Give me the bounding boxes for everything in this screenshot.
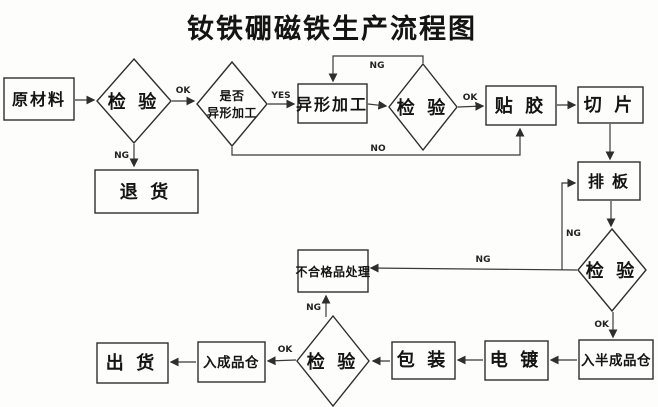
inspect2-label: 检 验: [397, 97, 450, 118]
label-ng-inspect4: NG: [306, 303, 321, 313]
shipping-box: [96, 342, 169, 384]
return-goods-label: 退 货: [120, 181, 173, 202]
slice-label: 切 片: [584, 94, 637, 115]
node-packaging: 包 装: [391, 341, 456, 380]
label-ok-inspect1: OK: [176, 86, 192, 96]
inspect4-diamond: [296, 314, 370, 407]
label-ok-inspect4: OK: [278, 345, 294, 355]
node-return-goods: 退 货: [94, 169, 199, 214]
label-ok-inspect2: OK: [463, 93, 479, 103]
inspect1-label: 检 验: [108, 91, 161, 112]
node-semi-finished-warehouse: 入半成品仓: [578, 339, 654, 380]
node-inspect-3: 检 验: [577, 227, 647, 313]
arrow-ng-rework-to-arrange: [561, 178, 577, 270]
label-ng-inspect3: NG: [476, 255, 491, 265]
arrange-board-label: 排 板: [588, 172, 630, 191]
shape-processing-label: 异形加工: [296, 95, 368, 114]
label-ng-inspect1: NG: [114, 151, 129, 161]
node-shape-processing: 异形加工: [296, 83, 368, 124]
inspect3-label: 检 验: [586, 260, 639, 281]
node-inspect-1: 检 验: [96, 57, 172, 145]
label-ok-inspect3: OK: [594, 320, 610, 330]
arrow-processing-to-inspect2: [367, 100, 388, 110]
glue-label: 贴 胶: [495, 95, 548, 116]
node-defect-handling: 不合格品处理: [295, 249, 370, 293]
node-shipping: 出 货: [96, 342, 169, 384]
flow-arrows: [75, 55, 618, 367]
shape-processing-box: [297, 83, 368, 124]
shape-decision-label-line2: 异形加工: [207, 105, 257, 120]
semi-finished-warehouse-box: [578, 339, 654, 380]
semi-finished-warehouse-label: 入半成品仓: [581, 352, 651, 368]
inspect2-diamond: [388, 62, 458, 152]
raw-material-box: [3, 77, 75, 121]
label-ng-rework: NG: [566, 229, 581, 239]
raw-material-label: 原材料: [12, 90, 66, 109]
inspect4-label: 检 验: [307, 351, 360, 372]
inspect3-diamond: [577, 227, 647, 313]
plating-label: 电 镀: [490, 349, 543, 370]
arrange-board-box: [577, 161, 641, 201]
arrow-inspect2-ng-to-processing: [328, 55, 424, 83]
node-inspect-2: 检 验: [388, 62, 458, 152]
inspect1-diamond: [96, 57, 172, 145]
node-slice: 切 片: [577, 86, 644, 124]
return-goods-box: [94, 169, 199, 214]
edge-labels: OK NG YES NO NG OK NG NG OK NG OK: [114, 61, 610, 355]
shape-decision-diamond: [196, 60, 268, 148]
node-plating: 电 镀: [484, 340, 549, 381]
packaging-label: 包 装: [397, 349, 450, 370]
shipping-label: 出 货: [106, 352, 159, 373]
diagram-title: 钕铁硼磁铁生产流程图: [187, 14, 477, 44]
node-finished-warehouse: 入成品仓: [197, 341, 266, 383]
arrow-decision-no-to-glue: [231, 127, 525, 156]
arrow-inspect2-ok-to-glue: [457, 101, 485, 111]
arrow-inspect4-ok-to-finished: [266, 356, 297, 366]
slice-box: [577, 86, 644, 124]
defect-handling-box: [297, 249, 369, 293]
node-shape-decision: 是否 异形加工: [196, 60, 268, 148]
label-yes-decision: YES: [270, 91, 290, 101]
glue-box: [485, 85, 557, 126]
defect-handling-label: 不合格品处理: [295, 264, 370, 279]
packaging-box: [391, 341, 456, 380]
node-raw-material: 原材料: [3, 77, 75, 121]
node-arrange-board: 排 板: [577, 161, 641, 201]
shape-decision-label-line1: 是否: [218, 89, 244, 103]
label-ng-inspect2: NG: [370, 61, 385, 71]
finished-warehouse-label: 入成品仓: [203, 354, 259, 370]
plating-box: [484, 340, 549, 381]
arrow-inspect3-ng-to-defect: [369, 263, 578, 273]
label-no-decision: NO: [370, 144, 386, 154]
node-inspect-4: 检 验: [296, 314, 370, 407]
node-glue: 贴 胶: [485, 85, 557, 126]
finished-warehouse-box: [197, 341, 266, 383]
